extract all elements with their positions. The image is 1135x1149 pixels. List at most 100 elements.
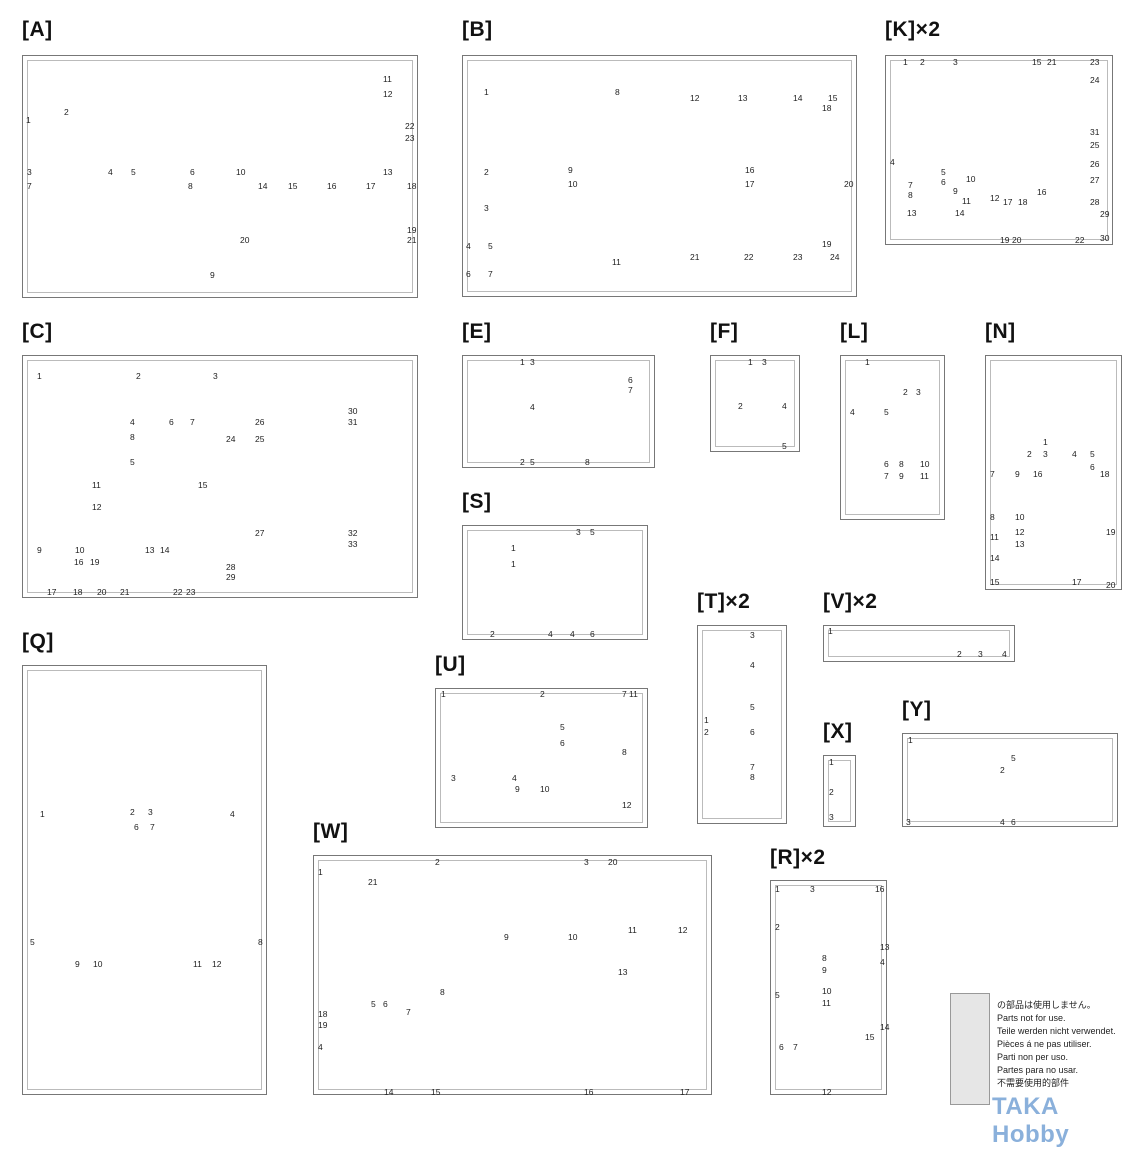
sprue-t-frame [697, 625, 787, 824]
part-number: 11 [920, 471, 929, 481]
sprue-q-frame [22, 665, 267, 1095]
part-number: 5 [131, 167, 136, 177]
part-number: 1 [520, 357, 525, 367]
part-number: 12 [1015, 527, 1025, 537]
sprue-a-label: [A] [22, 18, 53, 41]
sprue-b-frame [462, 55, 857, 297]
part-number: 3 [530, 357, 535, 367]
part-number: 9 [37, 545, 42, 555]
unused-parts-swatch [950, 993, 990, 1105]
part-number: 25 [1090, 140, 1100, 150]
part-number: 3 [584, 857, 589, 867]
part-number: 1 [511, 559, 516, 569]
part-number: 9 [953, 186, 958, 196]
part-number: 5 [1090, 449, 1095, 459]
sprue-n-frame [985, 355, 1122, 590]
part-number: 3 [829, 812, 834, 822]
sprue-l-label: [L] [840, 320, 869, 343]
part-number: 6 [779, 1042, 784, 1052]
part-number: 3 [978, 649, 983, 659]
part-number: 22 [1075, 235, 1085, 245]
part-number: 4 [512, 773, 517, 783]
part-number: 1 [903, 57, 908, 67]
sprue-t-label: [T]×2 [697, 590, 751, 613]
part-number: 17 [1072, 577, 1082, 587]
part-number: 4 [230, 809, 235, 819]
part-number: 3 [916, 387, 921, 397]
part-number: 4 [890, 157, 895, 167]
part-number: 12 [92, 502, 102, 512]
part-number: 23 [405, 133, 415, 143]
part-number: 5 [530, 457, 535, 467]
part-number: 20 [1012, 235, 1022, 245]
part-number: 7 [793, 1042, 798, 1052]
part-number: 2 [1027, 449, 1032, 459]
part-number: 29 [226, 572, 236, 582]
part-number: 9 [1015, 469, 1020, 479]
part-number: 2 [738, 401, 743, 411]
sprue-s-frame [462, 525, 648, 640]
part-number: 5 [130, 457, 135, 467]
part-number: 18 [318, 1009, 328, 1019]
part-number: 7 [622, 689, 627, 699]
part-number: 6 [1090, 462, 1095, 472]
part-number: 28 [226, 562, 236, 572]
legend-line: Parti non per uso. [997, 1052, 1069, 1062]
part-number: 5 [750, 702, 755, 712]
sprue-y-frame [902, 733, 1118, 827]
part-number: 3 [750, 630, 755, 640]
part-number: 30 [348, 406, 358, 416]
part-number: 7 [190, 417, 195, 427]
legend-line: Partes para no usar. [997, 1065, 1079, 1075]
part-number: 2 [136, 371, 141, 381]
part-number: 7 [908, 180, 913, 190]
sprue-k-label: [K]×2 [885, 18, 941, 41]
part-number: 15 [431, 1087, 441, 1097]
part-number: 10 [540, 784, 550, 794]
part-number: 14 [880, 1022, 890, 1032]
part-number: 9 [210, 270, 215, 280]
part-number: 28 [1090, 197, 1100, 207]
part-number: 7 [488, 269, 493, 279]
part-number: 2 [64, 107, 69, 117]
part-number: 9 [822, 965, 827, 975]
part-number: 6 [383, 999, 388, 1009]
sprue-k-frame [885, 55, 1113, 245]
part-number: 11 [962, 196, 971, 206]
part-number: 27 [255, 528, 265, 538]
part-number: 7 [406, 1007, 411, 1017]
part-number: 23 [186, 587, 196, 597]
part-number: 1 [1043, 437, 1048, 447]
part-number: 5 [782, 441, 787, 451]
sprue-q-label: [Q] [22, 630, 54, 653]
part-number: 1 [26, 115, 31, 125]
part-number: 33 [348, 539, 358, 549]
unused-parts-legend: の部品は使用しません。 Parts not for use. Teile wer… [997, 999, 1116, 1090]
part-number: 17 [745, 179, 755, 189]
part-number: 19 [318, 1020, 328, 1030]
part-number: 11 [822, 998, 831, 1008]
part-number: 2 [957, 649, 962, 659]
legend-line: の部品は使用しません。 [997, 1000, 1096, 1010]
part-number: 30 [1100, 233, 1110, 243]
part-number: 26 [1090, 159, 1100, 169]
part-number: 12 [678, 925, 688, 935]
part-number: 26 [255, 417, 265, 427]
part-number: 5 [30, 937, 35, 947]
part-number: 8 [440, 987, 445, 997]
part-number: 29 [1100, 209, 1110, 219]
sprue-e-label: [E] [462, 320, 492, 343]
part-number: 6 [466, 269, 471, 279]
part-number: 16 [1037, 187, 1047, 197]
part-number: 22 [405, 121, 415, 131]
part-number: 1 [704, 715, 709, 725]
part-number: 6 [1011, 817, 1016, 827]
part-number: 4 [108, 167, 113, 177]
sprue-r-frame [770, 880, 887, 1095]
part-number: 9 [899, 471, 904, 481]
part-number: 19 [407, 225, 417, 235]
part-number: 10 [568, 179, 578, 189]
part-number: 5 [884, 407, 889, 417]
part-number: 3 [810, 884, 815, 894]
sprue-c-label: [C] [22, 320, 53, 343]
